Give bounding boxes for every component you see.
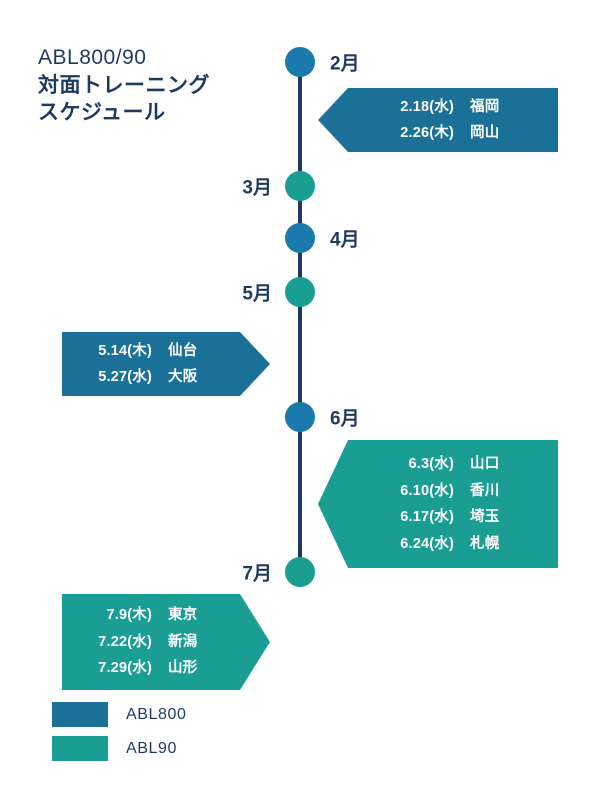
timeline-node-6月 xyxy=(285,402,315,432)
entry-city: 仙台 xyxy=(168,342,198,359)
schedule-entry: 6.3(水) 山口 xyxy=(348,451,558,478)
entry-date: 7.9(木) xyxy=(106,607,152,624)
schedule-entry: 5.27(水) 大阪 xyxy=(62,364,240,391)
entry-city: 札幌 xyxy=(470,535,500,552)
schedule-entry: 5.14(木) 仙台 xyxy=(62,338,240,365)
schedule-entry: 6.10(水) 香川 xyxy=(348,478,558,505)
timeline-node-3月 xyxy=(285,171,315,201)
entry-city: 新潟 xyxy=(168,633,198,650)
entry-date: 2.26(木) xyxy=(400,125,454,141)
schedule-banner-6月: 6.3(水) 山口 6.10(水) 香川 6.17(水) 埼玉 6.24(水) 札幌 xyxy=(318,440,558,568)
legend-item-ABL800: ABL800 xyxy=(52,702,187,727)
entry-date: 6.24(水) xyxy=(400,535,454,552)
legend-label: ABL800 xyxy=(126,705,187,723)
timeline-node-7月 xyxy=(285,557,315,587)
schedule-entry: 6.24(水) 札幌 xyxy=(348,531,558,558)
entry-date: 7.22(水) xyxy=(98,633,152,650)
entry-city: 埼玉 xyxy=(470,509,500,525)
entry-city: 香川 xyxy=(470,482,500,499)
entry-city: 山口 xyxy=(470,456,500,472)
timeline-node-2月 xyxy=(285,47,315,77)
legend-swatch-ABL90 xyxy=(52,736,108,761)
entry-city: 大阪 xyxy=(168,369,198,385)
schedule-entry: 6.17(水) 埼玉 xyxy=(348,504,558,531)
schedule-banner-2月: 2.18(水) 福岡 2.26(木) 岡山 xyxy=(318,88,558,152)
month-label-2月: 2月 xyxy=(330,53,360,75)
schedule-entry: 2.26(木) 岡山 xyxy=(348,120,558,147)
entry-date: 6.10(水) xyxy=(400,482,454,499)
schedule-entry: 7.9(木) 東京 xyxy=(62,602,240,629)
schedule-banner-5月: 5.14(木) 仙台 5.27(水) 大阪 xyxy=(62,332,270,396)
entry-date: 6.17(水) xyxy=(400,509,454,525)
entry-date: 2.18(水) xyxy=(400,98,454,115)
schedule-entry: 2.18(水) 福岡 xyxy=(348,94,558,121)
legend-item-ABL90: ABL90 xyxy=(52,736,187,761)
entry-date: 7.29(水) xyxy=(98,660,152,677)
legend-swatch-ABL800 xyxy=(52,702,108,727)
title-product-name: ABL800/90 xyxy=(38,46,147,69)
page-title: ABL800/90 対面トレーニング スケジュール xyxy=(38,44,210,127)
entry-date: 5.27(水) xyxy=(98,369,152,385)
timeline-node-4月 xyxy=(285,223,315,253)
entry-date: 5.14(木) xyxy=(98,342,152,359)
entry-city: 東京 xyxy=(168,607,198,624)
month-label-3月: 3月 xyxy=(242,177,272,199)
entry-date: 6.3(水) xyxy=(408,456,454,472)
legend-label: ABL90 xyxy=(126,739,178,757)
month-label-7月: 7月 xyxy=(242,563,272,585)
schedule-entry: 7.22(水) 新潟 xyxy=(62,629,240,656)
month-label-5月: 5月 xyxy=(242,283,272,305)
title-line-2: スケジュール xyxy=(38,101,166,125)
entry-city: 岡山 xyxy=(470,125,500,141)
month-label-4月: 4月 xyxy=(330,229,360,251)
schedule-entry: 7.29(水) 山形 xyxy=(62,655,240,682)
entry-city: 山形 xyxy=(168,660,198,677)
title-line-1: 対面トレーニング xyxy=(38,73,210,97)
month-label-6月: 6月 xyxy=(330,408,360,430)
entry-city: 福岡 xyxy=(470,98,500,115)
timeline-axis xyxy=(298,62,302,574)
schedule-banner-7月: 7.9(木) 東京 7.22(水) 新潟 7.29(水) 山形 xyxy=(62,594,270,690)
timeline-node-5月 xyxy=(285,277,315,307)
